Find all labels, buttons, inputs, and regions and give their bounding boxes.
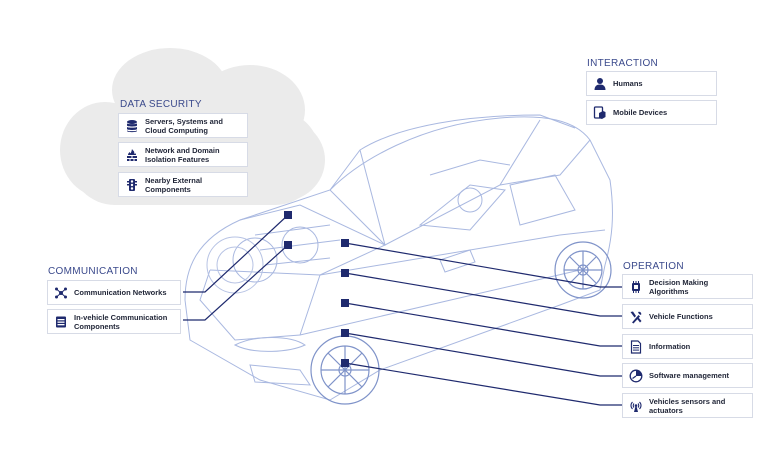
- mobile-device-icon: [593, 105, 607, 120]
- connector-node: [341, 299, 349, 307]
- connector-node: [341, 269, 349, 277]
- card-decision-making: Decision Making Algorithms: [622, 274, 753, 299]
- connector-node: [284, 211, 292, 219]
- traffic-light-icon: [125, 178, 139, 192]
- operation-heading: OPERATION: [623, 261, 684, 272]
- connector-node: [341, 239, 349, 247]
- connector-node: [284, 241, 292, 249]
- card-communication-networks: Communication Networks: [47, 280, 181, 305]
- card-humans: Humans: [586, 71, 717, 96]
- document-icon: [629, 339, 643, 354]
- card-label: Decision Making Algorithms: [649, 277, 709, 296]
- card-label: Mobile Devices: [613, 108, 668, 117]
- interaction-heading: INTERACTION: [587, 58, 659, 69]
- gauge-icon: [629, 369, 643, 383]
- card-vehicle-functions: Vehicle Functions: [622, 304, 753, 329]
- card-label: Network and Domain Isolation Features: [145, 145, 220, 164]
- person-icon: [593, 77, 607, 91]
- card-nearby-components: Nearby External Components: [118, 172, 248, 197]
- connector-node: [341, 329, 349, 337]
- card-network-isolation: Network and Domain Isolation Features: [118, 142, 248, 167]
- component-icon: [54, 315, 68, 329]
- card-label: Nearby External Components: [145, 175, 203, 194]
- database-icon: [125, 119, 139, 133]
- card-information: Information: [622, 334, 753, 359]
- communication-heading: COMMUNICATION: [48, 266, 138, 277]
- card-label: In-vehicle Communication Components: [74, 312, 168, 331]
- antenna-icon: [629, 399, 643, 413]
- data-security-heading: DATA SECURITY: [120, 99, 202, 110]
- card-label: Vehicles sensors and actuators: [649, 396, 726, 415]
- card-label: Humans: [613, 79, 643, 88]
- card-label: Communication Networks: [74, 288, 167, 297]
- card-servers: Servers, Systems and Cloud Computing: [118, 113, 248, 138]
- card-label: Information: [649, 342, 691, 351]
- firewall-icon: [125, 148, 139, 162]
- card-mobile-devices: Mobile Devices: [586, 100, 717, 125]
- card-sensors-actuators: Vehicles sensors and actuators: [622, 393, 753, 418]
- tools-icon: [629, 310, 643, 324]
- connector-node: [341, 359, 349, 367]
- card-label: Software management: [649, 371, 730, 380]
- card-label: Servers, Systems and Cloud Computing: [145, 116, 223, 135]
- card-software-management: Software management: [622, 363, 753, 388]
- chip-icon: [629, 280, 643, 294]
- card-label: Vehicle Functions: [649, 312, 713, 321]
- card-in-vehicle-components: In-vehicle Communication Components: [47, 309, 181, 334]
- network-icon: [54, 286, 68, 300]
